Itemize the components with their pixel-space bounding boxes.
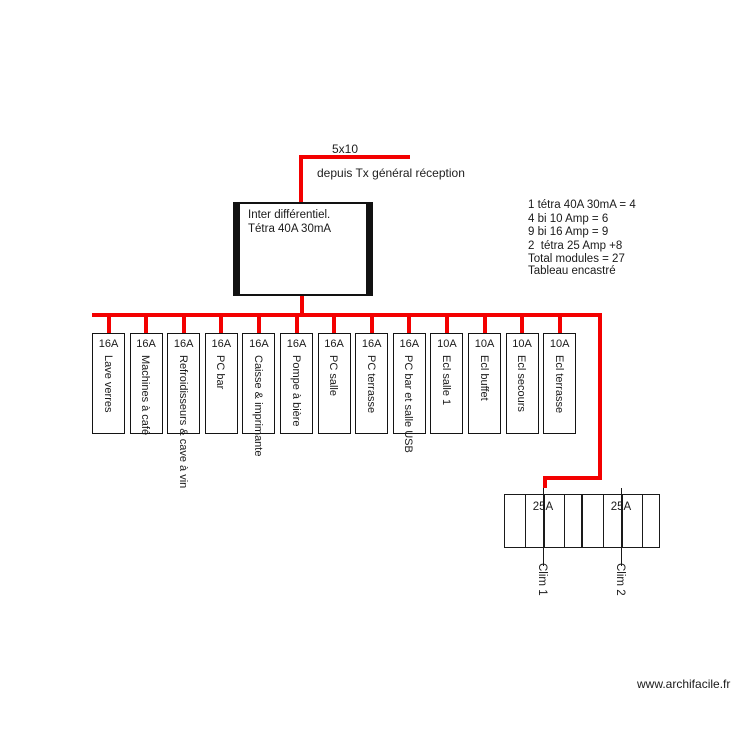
clim-module-divider	[602, 495, 604, 547]
clim-circuit-label: Clim 2	[614, 563, 626, 596]
breaker-drop-wire	[444, 313, 449, 333]
breaker-box[interactable]: 10A	[543, 333, 577, 434]
breaker-circuit-label: Pompe à bière	[289, 355, 302, 427]
breaker-rating: 10A	[437, 338, 457, 350]
clim-module-divider	[563, 495, 565, 547]
breaker-circuit-label: Ecl secours	[515, 355, 528, 412]
clim-lead-line	[543, 488, 544, 566]
clim-feed-riser	[598, 313, 602, 480]
breaker-rating: 10A	[549, 338, 570, 350]
clim-module-divider	[622, 495, 623, 547]
breaker-box[interactable]: 16A	[204, 333, 238, 434]
clim-module-divider	[524, 495, 526, 547]
site-watermark: www.archifacile.fr	[637, 677, 731, 691]
breaker-rating: 16A	[211, 338, 232, 350]
breaker-drop-wire	[106, 313, 111, 333]
breaker-rating: 16A	[173, 338, 194, 350]
breaker-box[interactable]: 16A	[355, 333, 389, 434]
breaker-drop-wire	[332, 313, 337, 333]
breaker-box[interactable]: 16A	[92, 333, 125, 434]
breaker-box[interactable]: 10A	[505, 333, 539, 434]
breaker-drop-wire	[294, 313, 299, 333]
breaker-box[interactable]: 16A	[317, 333, 351, 434]
breaker-box[interactable]: 16A	[129, 333, 163, 434]
breaker-circuit-label: PC bar et salle USB	[402, 355, 415, 453]
breaker-drop-wire	[256, 313, 261, 333]
breaker-drop-wire	[482, 313, 487, 333]
breaker-box[interactable]: 16A	[242, 333, 276, 434]
breaker-drop-wire	[557, 313, 562, 333]
clim-circuit-label: Clim 1	[536, 563, 548, 596]
breaker-drop-wire	[407, 313, 412, 333]
breaker-circuit-label: Lave verres	[101, 355, 114, 413]
breaker-circuit-label: PC terrasse	[364, 355, 377, 414]
breaker-circuit-label: Ecl buffet	[477, 355, 490, 401]
distribution-busbar	[92, 313, 602, 317]
breaker-box[interactable]: 16A	[167, 333, 201, 434]
clim-module-divider	[544, 495, 545, 547]
breaker-rating: 16A	[324, 338, 344, 350]
breaker-drop-wire	[181, 313, 186, 333]
module-count-legend: 1 tétra 40A 30mA = 4 4 bi 10 Amp = 6 9 b…	[528, 199, 636, 266]
breaker-rating: 10A	[474, 338, 495, 350]
clim-module-divider	[641, 495, 643, 547]
breaker-drop-wire	[144, 313, 149, 333]
panel-type-note: Tableau encastré	[528, 265, 616, 277]
feed-wire-horizontal	[299, 155, 410, 159]
breaker-drop-wire	[520, 313, 525, 333]
breaker-box[interactable]: 10A	[468, 333, 501, 434]
breaker-rating: 16A	[286, 338, 307, 350]
breaker-box[interactable]: 10A	[430, 333, 464, 434]
breaker-rating: 16A	[399, 338, 420, 350]
main-differential-label: Inter différentiel. Tétra 40A 30mA	[248, 209, 332, 235]
breaker-rating: 16A	[98, 338, 119, 350]
breaker-circuit-label: Ecl terrasse	[552, 355, 565, 414]
breaker-circuit-label: PC salle	[327, 355, 340, 396]
breaker-rating: 16A	[249, 338, 269, 350]
breaker-circuit-label: PC bar	[214, 355, 227, 390]
breaker-rating: 10A	[512, 338, 532, 350]
feed-wire-vertical	[299, 155, 303, 204]
breaker-circuit-label: Refroidisseurs & cave à vin	[176, 355, 189, 489]
feed-source-label: depuis Tx général réception	[317, 166, 465, 180]
clim-lead-line	[621, 488, 622, 566]
breaker-circuit-label: Machines à café	[139, 355, 152, 436]
breaker-rating: 16A	[136, 338, 156, 350]
breaker-rating: 16A	[361, 338, 382, 350]
breaker-circuit-label: Ecl salle 1	[439, 355, 452, 406]
main-differential-breaker-box	[233, 202, 373, 296]
breaker-box[interactable]: 16A	[280, 333, 313, 434]
breaker-drop-wire	[219, 313, 224, 333]
breaker-box[interactable]: 16A	[392, 333, 426, 434]
clim-feed-branch	[543, 476, 602, 480]
clim-feed-drop	[543, 476, 547, 488]
breaker-drop-wire	[369, 313, 374, 333]
busbar-feed-drop	[300, 296, 304, 316]
breaker-circuit-label: Caisse & imprimante	[251, 355, 264, 457]
feed-cable-label: 5x10	[332, 142, 359, 156]
